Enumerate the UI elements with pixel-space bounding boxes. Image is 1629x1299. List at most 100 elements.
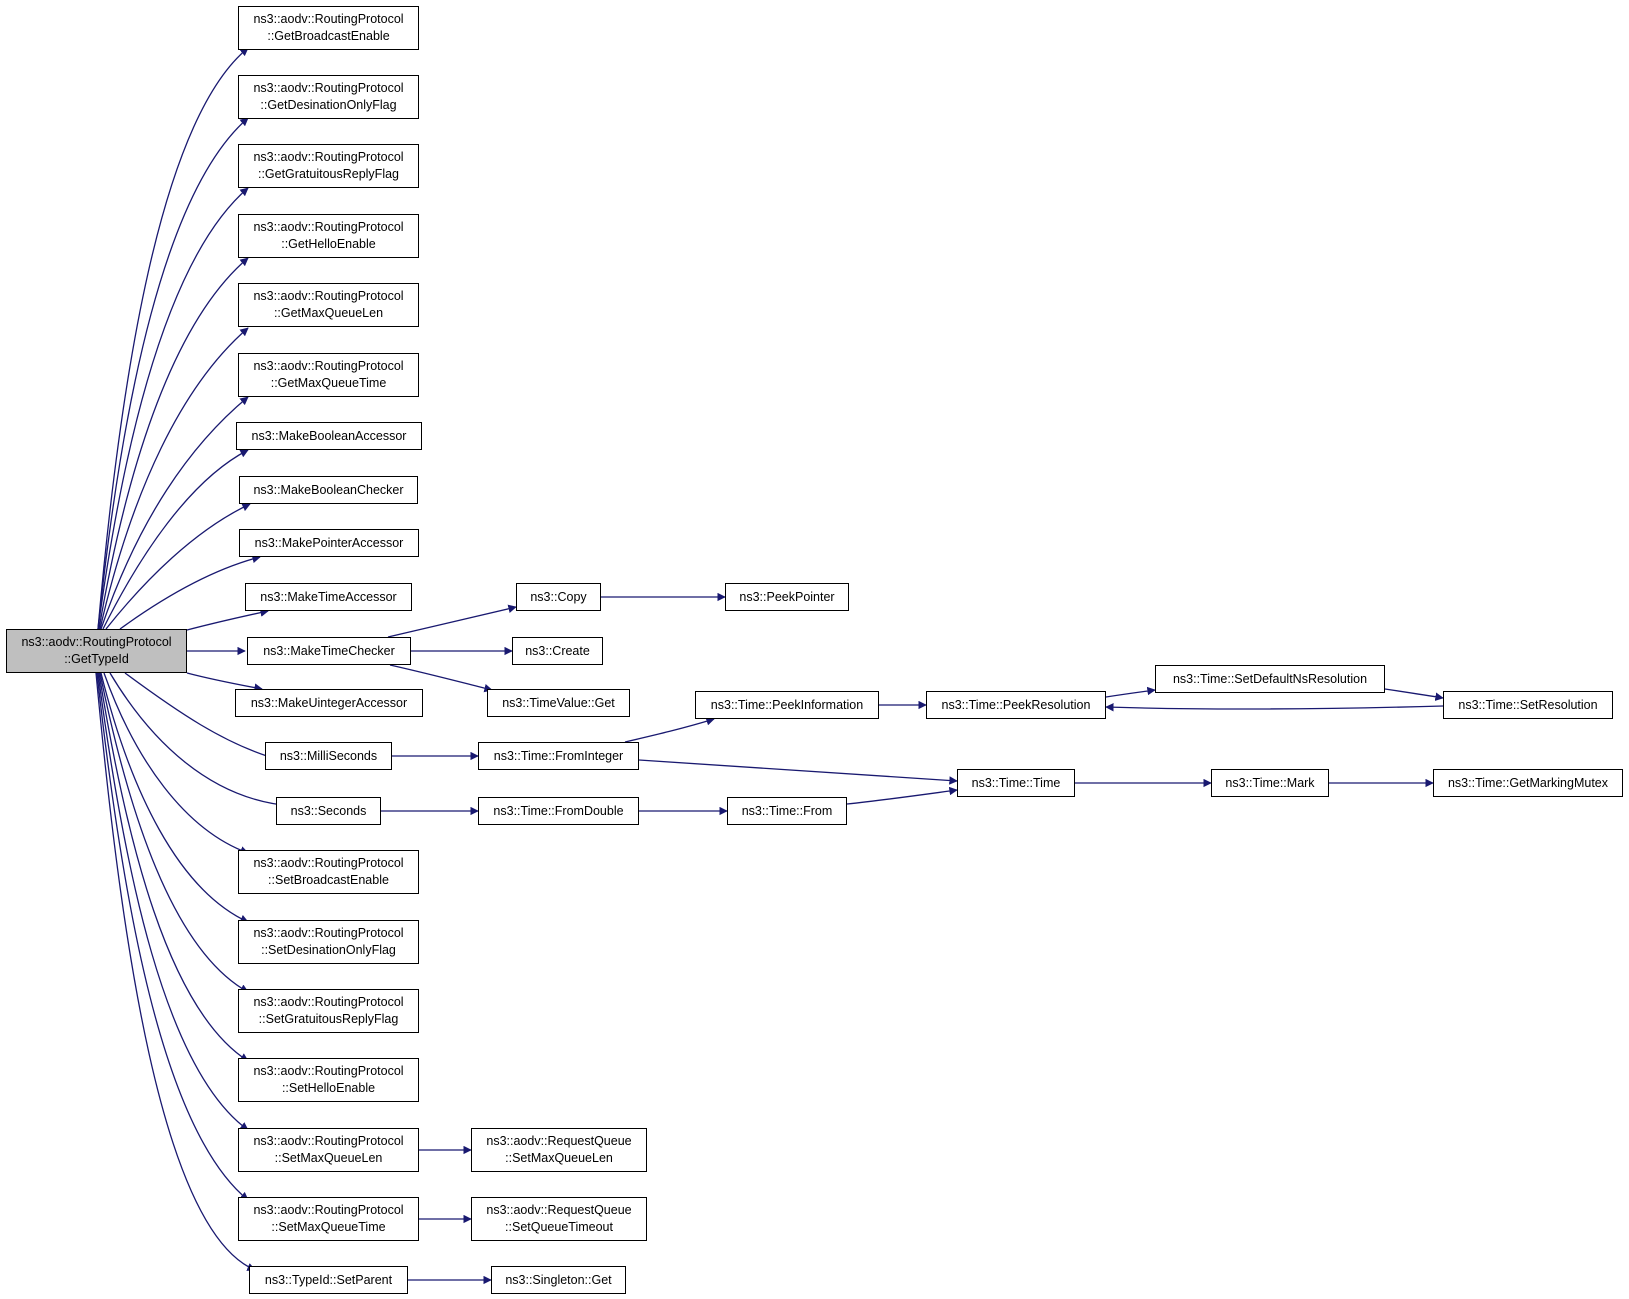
node-get-max-queue-time[interactable]: ns3::aodv::RoutingProtocol ::GetMaxQueue… bbox=[238, 353, 419, 397]
node-label: ns3::aodv::RoutingProtocol bbox=[253, 1064, 404, 1078]
node-time-peek-resolution[interactable]: ns3::Time::PeekResolution bbox=[926, 691, 1106, 719]
node-get-gratuitous-reply-flag[interactable]: ns3::aodv::RoutingProtocol ::GetGratuito… bbox=[238, 144, 419, 188]
edge-setdefaultnsresolution-setresolution bbox=[1384, 688, 1444, 701]
edge-root-get-max-queue-time bbox=[100, 396, 249, 630]
node-label: ns3::MakeUintegerAccessor bbox=[250, 695, 408, 710]
node-time-get-marking-mutex[interactable]: ns3::Time::GetMarkingMutex bbox=[1433, 769, 1623, 797]
node-label: ::GetTypeId bbox=[64, 652, 129, 666]
edge-maketimechecker-timevalue-get bbox=[389, 664, 493, 693]
edge-root-make-boolean-checker bbox=[105, 503, 251, 630]
node-set-broadcast-enable[interactable]: ns3::aodv::RoutingProtocol ::SetBroadcas… bbox=[238, 850, 419, 894]
node-label: ns3::aodv::RoutingProtocol bbox=[253, 1203, 404, 1217]
node-timevalue-get[interactable]: ns3::TimeValue::Get bbox=[487, 689, 630, 717]
node-label: ns3::Time::Time bbox=[971, 775, 1061, 790]
node-request-queue-set-queue-timeout[interactable]: ns3::aodv::RequestQueue ::SetQueueTimeou… bbox=[471, 1197, 647, 1241]
node-create[interactable]: ns3::Create bbox=[512, 637, 603, 665]
node-label: ::GetGratuitousReplyFlag bbox=[257, 167, 400, 181]
node-label: ns3::MakePointerAccessor bbox=[254, 535, 404, 550]
edge-frominteger-peekinformation bbox=[624, 717, 715, 743]
node-typeid-set-parent[interactable]: ns3::TypeId::SetParent bbox=[249, 1266, 408, 1294]
node-set-desination-only-flag[interactable]: ns3::aodv::RoutingProtocol ::SetDesinati… bbox=[238, 920, 419, 964]
node-label: ::SetMaxQueueLen bbox=[274, 1151, 383, 1165]
node-label: ns3::PeekPointer bbox=[739, 589, 835, 604]
node-time-set-resolution[interactable]: ns3::Time::SetResolution bbox=[1443, 691, 1613, 719]
node-get-desination-only-flag[interactable]: ns3::aodv::RoutingProtocol ::GetDesinati… bbox=[238, 75, 419, 119]
edge-root-get-broadcast-enable bbox=[97, 47, 249, 630]
node-label: ns3::Singleton::Get bbox=[505, 1272, 612, 1287]
node-time-from-double[interactable]: ns3::Time::FromDouble bbox=[478, 797, 639, 825]
node-label: ns3::aodv::RoutingProtocol bbox=[253, 12, 404, 26]
node-label: ns3::aodv::RoutingProtocol bbox=[253, 289, 404, 303]
node-milli-seconds[interactable]: ns3::MilliSeconds bbox=[265, 742, 392, 770]
node-time-set-default-ns-resolution[interactable]: ns3::Time::SetDefaultNsResolution bbox=[1155, 665, 1385, 693]
node-time-time[interactable]: ns3::Time::Time bbox=[957, 769, 1075, 797]
edge-peekresolution-setdefaultnsresolution bbox=[1105, 686, 1156, 698]
edge-root-typeid-set-parent bbox=[95, 672, 256, 1271]
node-time-mark[interactable]: ns3::Time::Mark bbox=[1211, 769, 1329, 797]
node-label: ns3::Seconds bbox=[290, 803, 367, 818]
node-label: ns3::MakeTimeChecker bbox=[263, 643, 395, 658]
node-set-max-queue-len[interactable]: ns3::aodv::RoutingProtocol ::SetMaxQueue… bbox=[238, 1128, 419, 1172]
node-time-from-integer[interactable]: ns3::Time::FromInteger bbox=[478, 742, 639, 770]
node-peek-pointer[interactable]: ns3::PeekPointer bbox=[725, 583, 849, 611]
node-label: ns3::Copy bbox=[530, 589, 587, 604]
node-label: ns3::Time::From bbox=[741, 803, 833, 818]
node-label: ns3::aodv::RoutingProtocol bbox=[253, 150, 404, 164]
node-label: ns3::MakeTimeAccessor bbox=[260, 589, 397, 604]
node-label: ns3::aodv::RoutingProtocol bbox=[253, 995, 404, 1009]
node-label: ns3::Time::FromInteger bbox=[493, 748, 624, 763]
node-time-peek-information[interactable]: ns3::Time::PeekInformation bbox=[695, 691, 879, 719]
node-make-uinteger-accessor[interactable]: ns3::MakeUintegerAccessor bbox=[235, 689, 423, 717]
node-label: ns3::aodv::RoutingProtocol bbox=[253, 1134, 404, 1148]
node-get-broadcast-enable[interactable]: ns3::aodv::RoutingProtocol ::GetBroadcas… bbox=[238, 6, 419, 50]
node-label: ns3::Time::PeekResolution bbox=[941, 697, 1091, 712]
node-label: ::GetHelloEnable bbox=[281, 237, 376, 251]
edge-root-get-hello-enable bbox=[98, 257, 249, 630]
edge-root-make-boolean-accessor bbox=[102, 449, 249, 630]
node-label: ns3::Time::FromDouble bbox=[493, 803, 624, 818]
node-make-boolean-checker[interactable]: ns3::MakeBooleanChecker bbox=[239, 476, 418, 504]
node-label: ::SetBroadcastEnable bbox=[268, 873, 389, 887]
node-seconds[interactable]: ns3::Seconds bbox=[276, 797, 381, 825]
edge-root-get-gratuitous-reply-flag bbox=[97, 187, 249, 630]
node-label: ns3::Time::SetDefaultNsResolution bbox=[1172, 671, 1368, 686]
node-label: ns3::Create bbox=[525, 643, 590, 658]
node-label: ns3::aodv::RoutingProtocol bbox=[253, 856, 404, 870]
node-label: ns3::Time::Mark bbox=[1225, 775, 1315, 790]
node-label: ::GetMaxQueueTime bbox=[270, 376, 387, 390]
node-copy[interactable]: ns3::Copy bbox=[516, 583, 601, 611]
node-make-pointer-accessor[interactable]: ns3::MakePointerAccessor bbox=[239, 529, 419, 557]
node-label: ::SetMaxQueueLen bbox=[505, 1151, 613, 1165]
node-label: ns3::MakeBooleanChecker bbox=[253, 482, 404, 497]
node-make-time-accessor[interactable]: ns3::MakeTimeAccessor bbox=[245, 583, 412, 611]
node-label: ns3::aodv::RequestQueue bbox=[486, 1134, 632, 1148]
edge-root-make-time-accessor bbox=[186, 608, 269, 631]
edge-root-get-max-queue-len bbox=[99, 327, 249, 630]
edge-root-set-desination-only-flag bbox=[100, 672, 249, 923]
node-time-from[interactable]: ns3::Time::From bbox=[727, 797, 847, 825]
edge-root-set-hello-enable bbox=[98, 672, 249, 1062]
node-root-get-type-id[interactable]: ns3::aodv::RoutingProtocol ::GetTypeId bbox=[6, 629, 187, 673]
node-set-gratuitous-reply-flag[interactable]: ns3::aodv::RoutingProtocol ::SetGratuito… bbox=[238, 989, 419, 1033]
node-get-hello-enable[interactable]: ns3::aodv::RoutingProtocol ::GetHelloEna… bbox=[238, 214, 419, 258]
node-singleton-get[interactable]: ns3::Singleton::Get bbox=[491, 1266, 626, 1294]
node-label: ns3::TimeValue::Get bbox=[502, 695, 615, 710]
edge-root-make-uinteger-accessor bbox=[186, 672, 263, 692]
node-label: ::SetQueueTimeout bbox=[505, 1220, 613, 1234]
node-label: ns3::aodv::RequestQueue bbox=[486, 1203, 632, 1217]
node-label: ns3::Time::SetResolution bbox=[1458, 697, 1598, 712]
node-request-queue-set-max-queue-len[interactable]: ns3::aodv::RequestQueue ::SetMaxQueueLen bbox=[471, 1128, 647, 1172]
node-label: ns3::Time::GetMarkingMutex bbox=[1447, 775, 1608, 790]
node-label: ns3::aodv::RoutingProtocol bbox=[21, 635, 172, 649]
node-set-max-queue-time[interactable]: ns3::aodv::RoutingProtocol ::SetMaxQueue… bbox=[238, 1197, 419, 1241]
edge-root-make-pointer-accessor bbox=[119, 554, 261, 630]
edge-from-time bbox=[846, 786, 958, 805]
node-get-max-queue-len[interactable]: ns3::aodv::RoutingProtocol ::GetMaxQueue… bbox=[238, 283, 419, 327]
node-make-time-checker[interactable]: ns3::MakeTimeChecker bbox=[247, 637, 411, 665]
node-label: ns3::MilliSeconds bbox=[279, 748, 378, 763]
node-set-hello-enable[interactable]: ns3::aodv::RoutingProtocol ::SetHelloEna… bbox=[238, 1058, 419, 1102]
node-label: ns3::aodv::RoutingProtocol bbox=[253, 359, 404, 373]
node-make-boolean-accessor[interactable]: ns3::MakeBooleanAccessor bbox=[236, 422, 422, 450]
edge-maketimechecker-copy bbox=[387, 604, 517, 638]
